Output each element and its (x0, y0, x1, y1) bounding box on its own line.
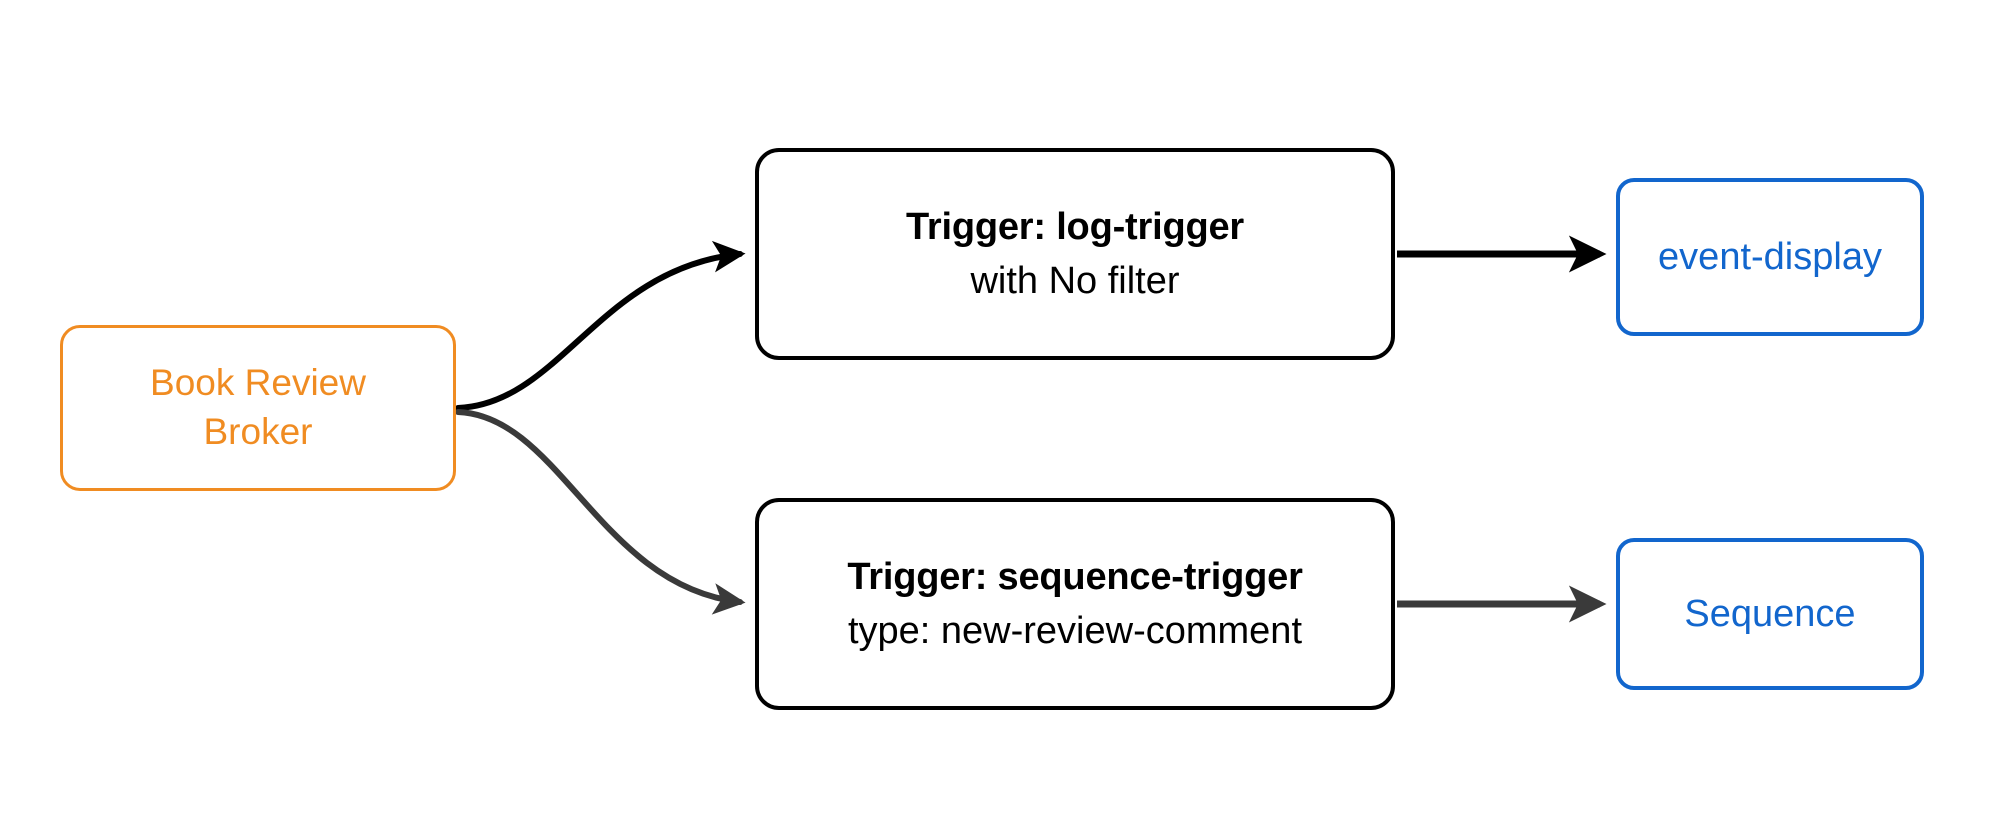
node-broker-line-2: Broker (203, 411, 313, 452)
node-trigger-sequence-trigger[interactable]: Trigger: sequence-trigger type: new-revi… (755, 498, 1395, 710)
node-trigger-log-subtitle: with No filter (970, 260, 1180, 302)
node-trigger-log-trigger[interactable]: Trigger: log-trigger with No filter (755, 148, 1395, 360)
node-sequence[interactable]: Sequence (1616, 538, 1924, 690)
edge-broker-to-sequence-trigger (455, 409, 746, 615)
node-book-review-broker[interactable]: Book Review Broker (60, 325, 456, 491)
node-trigger-sequence-title: Trigger: sequence-trigger (847, 555, 1303, 598)
node-event-display[interactable]: event-display (1616, 178, 1924, 336)
node-trigger-log-title: Trigger: log-trigger (905, 205, 1244, 248)
node-trigger-sequence-subtitle: type: new-review-comment (847, 610, 1303, 652)
node-broker-line-1: Book Review (150, 362, 366, 404)
node-event-display-label: event-display (1658, 235, 1882, 278)
node-sequence-label: Sequence (1684, 592, 1856, 635)
edge-broker-to-log-trigger (455, 240, 746, 411)
